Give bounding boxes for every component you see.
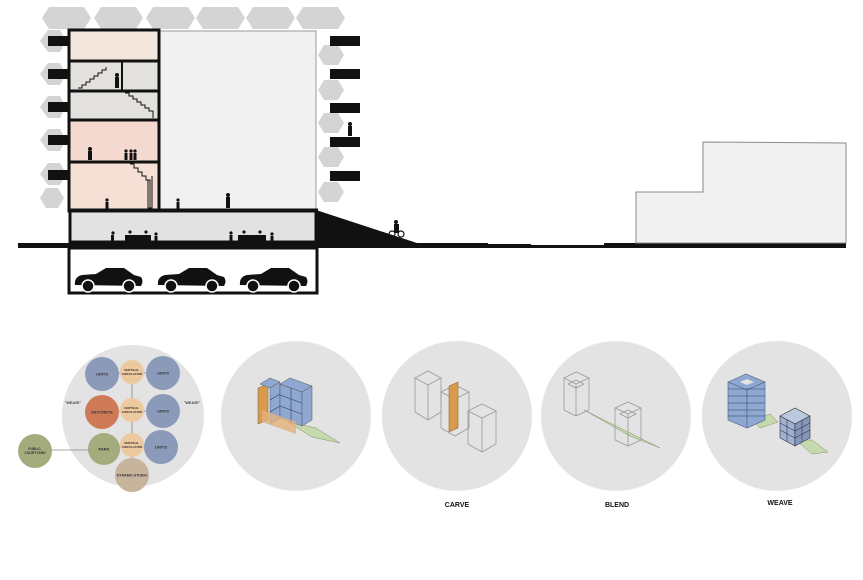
svg-text:VERTICAL CIRCULATION: VERTICAL CIRCULATION xyxy=(122,441,142,449)
ground-floor xyxy=(68,209,318,244)
bubble-node-vertical-circulation-2: VERTICAL CIRCULATION xyxy=(120,398,144,422)
stairs xyxy=(78,67,154,209)
vc1-line-1: VERTICAL xyxy=(124,368,139,372)
massing-diagram-1 xyxy=(221,341,371,491)
hex-facade-right xyxy=(318,45,344,202)
svg-text:UNITS: UNITS xyxy=(96,372,108,377)
hex-facade-top xyxy=(42,7,345,29)
hex-facade-left xyxy=(40,30,66,208)
massing-diagram-blend: BLEND xyxy=(541,341,691,509)
bubble-node-units-1: UNITS xyxy=(85,357,119,391)
cars xyxy=(74,268,308,293)
courtyard-line-1: PUBLIC xyxy=(28,447,41,451)
caption-blend: BLEND xyxy=(605,502,629,509)
massing-diagram-weave: WEAVE xyxy=(702,341,852,507)
people-silhouettes xyxy=(88,73,405,242)
program-bubble-diagram: UNITS VERTICAL CIRCULATION UNITS SKYCRET… xyxy=(18,345,204,492)
bubble-node-units-2: UNITS xyxy=(146,356,180,390)
balcony-slabs xyxy=(48,36,360,181)
bubble-node-public-courtyard: PUBLIC COURTYARD xyxy=(18,434,52,468)
floor-stack xyxy=(67,28,161,213)
bubble-node-units-3: UNITS xyxy=(146,394,180,428)
svg-text:UNITS: UNITS xyxy=(157,409,169,414)
massing-diagram-carve: CARVE xyxy=(382,341,532,509)
caption-weave: WEAVE xyxy=(767,500,792,507)
bubble-node-park: PARK xyxy=(88,433,120,465)
weave-label-left: "WEAVE" xyxy=(65,401,82,405)
vc2-line-2: CIRCULATION xyxy=(122,410,142,414)
bubble-node-skycrete: SKYCRETE xyxy=(85,395,119,429)
svg-text:VERTICAL CIRCULATION: VERTICAL CIRCULATION xyxy=(122,368,142,376)
bubble-node-vertical-circulation-1: VERTICAL CIRCULATION xyxy=(120,360,144,384)
building-section xyxy=(18,7,847,295)
bubble-node-dynamo-studio: DYNAMO STUDIO xyxy=(115,458,149,492)
caption-carve: CARVE xyxy=(445,502,470,509)
courtyard-line-2: COURTYARD xyxy=(24,451,46,455)
atrium-wall xyxy=(157,30,317,211)
vc1-line-2: CIRCULATION xyxy=(122,372,142,376)
weave-label-right: "WEAVE" xyxy=(184,401,201,405)
ramp xyxy=(316,210,420,244)
svg-text:UNITS: UNITS xyxy=(157,371,169,376)
svg-text:VERTICAL CIRCULATION: VERTICAL CIRCULATION xyxy=(122,406,142,414)
ground-line xyxy=(18,243,846,248)
vc3-line-2: CIRCULATION xyxy=(122,445,142,449)
svg-text:PUBLIC COURTYARD: PUBLIC COURTYARD xyxy=(24,447,46,455)
bubble-node-vertical-circulation-3: VERTICAL CIRCULATION xyxy=(120,433,144,457)
svg-text:UNITS: UNITS xyxy=(155,445,167,450)
vc2-line-1: VERTICAL xyxy=(124,406,139,410)
bubble-node-units-4: UNITS xyxy=(144,430,178,464)
neighbor-building xyxy=(635,141,847,244)
svg-text:SKYCRETE: SKYCRETE xyxy=(91,410,113,415)
weave-tower-right xyxy=(779,407,811,447)
vc3-line-1: VERTICAL xyxy=(124,441,139,445)
svg-text:PARK: PARK xyxy=(98,447,109,452)
weave-tower-left xyxy=(727,373,766,429)
svg-text:DYNAMO STUDIO: DYNAMO STUDIO xyxy=(117,474,148,478)
